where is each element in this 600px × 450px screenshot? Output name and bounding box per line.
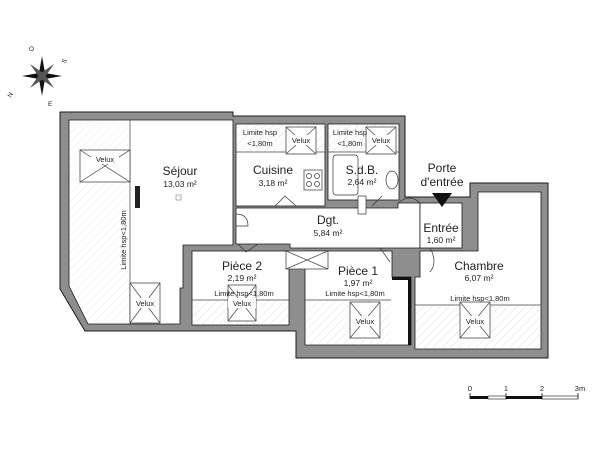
svg-text:Velux: Velux bbox=[372, 136, 391, 145]
piece1-name: Pièce 1 bbox=[338, 264, 378, 278]
scale-2: 2 bbox=[540, 384, 544, 393]
compass-rose: N O E S bbox=[7, 46, 70, 108]
limit-cuisine-1: Limite hsp bbox=[243, 128, 277, 137]
entree-area: 1,60 m² bbox=[427, 235, 456, 245]
velux-sdb: Velux bbox=[365, 126, 397, 155]
velux-piece1: Velux bbox=[349, 301, 381, 339]
misc-marks bbox=[135, 186, 182, 208]
svg-text:Velux: Velux bbox=[233, 299, 252, 308]
svg-text:Velux: Velux bbox=[96, 155, 115, 164]
doors bbox=[235, 195, 435, 273]
sejour-area: 13,03 m² bbox=[163, 179, 197, 189]
entrance-label-1: Porte bbox=[428, 161, 457, 175]
compass-o: O bbox=[29, 46, 34, 53]
velux-sejour: Velux bbox=[79, 149, 131, 183]
cuisine-area: 3,18 m² bbox=[259, 178, 288, 188]
limit-chambre: Limite hsp<1,80m bbox=[450, 294, 509, 303]
room-entree bbox=[419, 202, 463, 249]
bathtub-icon bbox=[332, 154, 359, 196]
compass-n: N bbox=[7, 91, 16, 99]
sdb-name: S.d.B. bbox=[346, 163, 379, 177]
compass-e: E bbox=[48, 101, 53, 108]
height-limit-labels: Limite hsp <1,80m Limite hsp <1,80m Limi… bbox=[119, 128, 510, 303]
svg-text:Velux: Velux bbox=[466, 317, 485, 326]
entrance-label-2: d'entrée bbox=[421, 175, 464, 189]
svg-text:Velux: Velux bbox=[136, 299, 155, 308]
limit-sdb-2: <1,80m bbox=[337, 139, 362, 148]
limit-cuisine-2: <1,80m bbox=[247, 139, 272, 148]
velux-piece2: Velux bbox=[227, 284, 257, 322]
dgt-area: 5,84 m² bbox=[314, 228, 343, 238]
limit-sdb-1: Limite hsp bbox=[333, 128, 367, 137]
entree-name: Entrée bbox=[423, 221, 459, 235]
svg-text:Velux: Velux bbox=[292, 136, 311, 145]
piece2-name: Pièce 2 bbox=[222, 259, 262, 273]
scale-3: 3m bbox=[575, 384, 585, 393]
room-labels: Séjour 13,03 m² Cuisine 3,18 m² S.d.B. 2… bbox=[163, 163, 504, 288]
chambre-area: 6,07 m² bbox=[465, 273, 494, 283]
sdb-area: 2,64 m² bbox=[348, 177, 377, 187]
scale-0: 0 bbox=[468, 384, 472, 393]
limit-piece1: Limite hsp<1,80m bbox=[325, 289, 384, 298]
velux-cuisine: Velux bbox=[285, 126, 317, 155]
entrance-marker: Porte d'entrée bbox=[421, 161, 464, 207]
cuisine-name: Cuisine bbox=[253, 163, 293, 177]
compass-s: S bbox=[61, 57, 70, 65]
svg-text:Velux: Velux bbox=[356, 317, 375, 326]
chambre-name: Chambre bbox=[454, 259, 504, 273]
piece1-area: 1,97 m² bbox=[344, 278, 373, 288]
piece2-area: 2,19 m² bbox=[228, 273, 257, 283]
velux-chambre: Velux bbox=[459, 301, 491, 339]
velux-windows: Velux Velux Velux Velux bbox=[79, 126, 491, 339]
sejour-name: Séjour bbox=[163, 164, 198, 178]
sink-icon bbox=[385, 170, 399, 190]
dgt-name: Dgt. bbox=[317, 213, 339, 227]
stove-icon bbox=[303, 169, 323, 191]
velux-sejour-bottom: Velux bbox=[129, 282, 161, 324]
entrance-arrow-icon bbox=[432, 193, 452, 207]
fixtures bbox=[303, 154, 399, 215]
scale-bar: 0 1 2 3m bbox=[468, 384, 585, 400]
limit-sejour: Limite hsp<1,80m bbox=[119, 210, 128, 269]
scale-1: 1 bbox=[504, 384, 508, 393]
limit-piece2: Limite hsp<1,80m bbox=[214, 289, 273, 298]
